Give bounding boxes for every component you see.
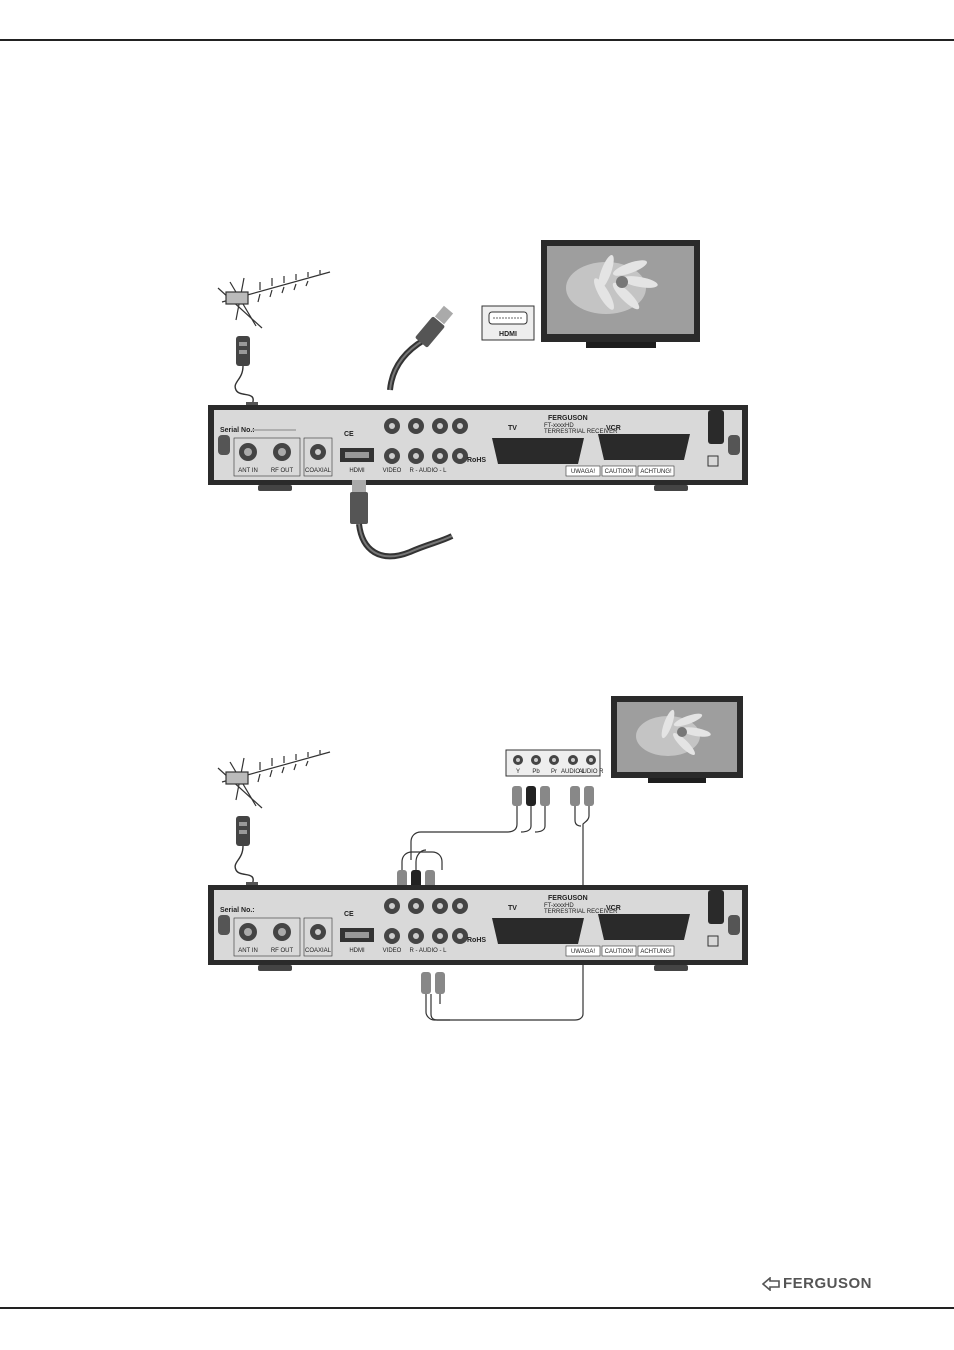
receiver-brand-label-2: FERGUSON [548, 895, 588, 902]
receiver-rear-panel: Serial No.: ANT IN RF OUT COAXIAL CE HDM… [208, 405, 748, 491]
rohs-label-2: RoHS [467, 937, 486, 944]
rohs-label: RoHS [467, 457, 486, 464]
tv-port-pb: Pb [532, 769, 540, 775]
tv-rca-plugs [512, 786, 594, 806]
receiver-rear-panel-2: Serial No.: ANT IN RF OUT COAXIAL CE HDM… [208, 885, 748, 971]
tv-hdmi-label: HDMI [499, 331, 517, 338]
receiver-type-label: TERRESTRIAL RECEIVER [544, 429, 618, 435]
hdmi-cable-lower [350, 480, 454, 560]
component-connection-diagram: Y Pb Pr AUDIO L AUDIO R Serial No.: [208, 696, 748, 1021]
antenna-icon [217, 270, 331, 329]
antenna-icon-2 [217, 750, 331, 809]
bottom-rule [0, 1307, 954, 1309]
video-label-2: VIDEO [383, 948, 402, 954]
tv-scart-label: TV [508, 425, 517, 432]
ant-in-label-2: ANT IN [238, 948, 258, 954]
audio-label: R - AUDIO - L [409, 468, 447, 474]
warning-en-2: CAUTION! [605, 949, 634, 955]
audio-label-2: R - AUDIO - L [409, 948, 447, 954]
receiver-type-label-2: TERRESTRIAL RECEIVER [544, 909, 618, 915]
tv-component-panel: Y Pb Pr AUDIO L AUDIO R [505, 749, 604, 777]
warning-de-2: ACHTUNG! [640, 949, 672, 955]
ferguson-arrow-logo-icon [762, 1276, 780, 1291]
receiver-audio-plugs [421, 972, 450, 1021]
receiver-model-label-2: FT-xxxxHD [544, 903, 574, 909]
ce-mark-2: CE [344, 911, 354, 918]
tv-hdmi-port: HDMI [481, 305, 535, 341]
tv-screen-icon-2 [611, 696, 743, 783]
vcr-scart-label: VCR [606, 425, 621, 432]
top-rule [0, 39, 954, 41]
tv-port-audio-r: AUDIO R [578, 769, 604, 775]
coaxial-label-2: COAXIAL [305, 948, 332, 954]
tv-scart-label-2: TV [508, 905, 517, 912]
tv-port-pr: Pr [551, 769, 557, 775]
component-cables [401, 806, 590, 1021]
rf-out-label: RF OUT [271, 468, 294, 474]
ce-mark: CE [344, 431, 354, 438]
receiver-model-label: FT-xxxxHD [544, 423, 574, 429]
coaxial-label: COAXIAL [305, 468, 332, 474]
ferguson-logo: FERGUSON [762, 1275, 872, 1292]
warning-en: CAUTION! [605, 469, 634, 475]
warning-pl: UWAGA! [571, 469, 595, 475]
receiver-brand-label: FERGUSON [548, 415, 588, 422]
tv-port-audio-l: AUDIO L [561, 769, 586, 775]
ant-in-label: ANT IN [238, 468, 258, 474]
hdmi-label: HDMI [349, 468, 365, 474]
brand-name: FERGUSON [783, 1275, 873, 1292]
hdmi-connection-diagram: HDMI Serial No.: ANT IN RF OUT COAXIAL C… [208, 240, 748, 560]
tv-screen-icon [541, 240, 700, 348]
video-label: VIDEO [383, 468, 402, 474]
warning-pl-2: UWAGA! [571, 949, 595, 955]
warning-de: ACHTUNG! [640, 469, 672, 475]
hdmi-label-2: HDMI [349, 948, 365, 954]
rf-out-label-2: RF OUT [271, 948, 294, 954]
serial-label: Serial No.: [220, 427, 255, 434]
vcr-scart-label-2: VCR [606, 905, 621, 912]
tv-port-y: Y [516, 769, 520, 775]
hdmi-cable-upper [387, 305, 454, 391]
serial-label-2: Serial No.: [220, 907, 255, 914]
